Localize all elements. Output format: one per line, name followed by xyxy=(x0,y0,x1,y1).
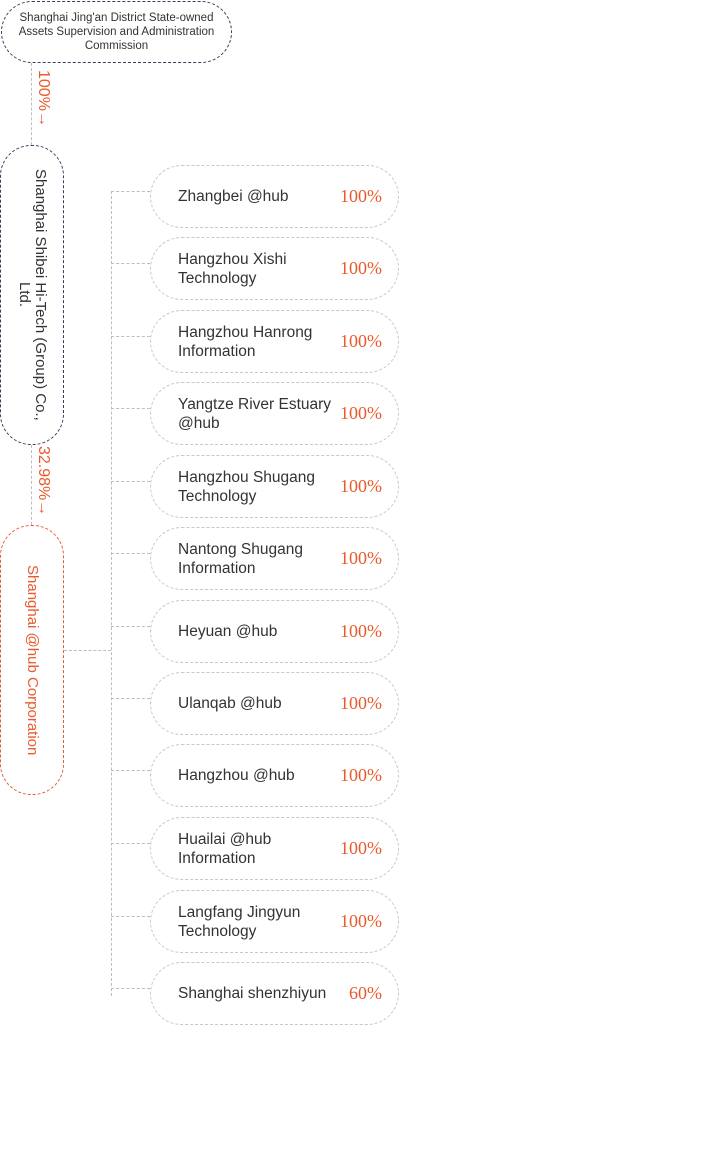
connector-branch xyxy=(111,336,150,337)
connector-branch xyxy=(111,770,150,771)
subsidiary-name: Yangtze River Estuary @hub xyxy=(178,395,332,432)
subsidiary-ownership: 100% xyxy=(340,911,382,931)
connector-branch xyxy=(111,191,150,192)
connector-branch xyxy=(111,916,150,917)
top-entity-label: Shanghai Jing'an District State-owned As… xyxy=(18,12,215,52)
subsidiary-name: Langfang Jingyun Technology xyxy=(178,903,301,940)
subsidiary-box: Heyuan @hub 100% xyxy=(150,600,399,663)
subsidiary-box: Hangzhou @hub 100% xyxy=(150,744,399,807)
subsidiary-box: Shanghai shenzhiyun 60% xyxy=(150,962,399,1025)
subsidiary-name: Hangzhou Xishi Technology xyxy=(178,250,287,287)
top-entity-box: Shanghai Jing'an District State-owned As… xyxy=(1,1,232,63)
subsidiary-box: Hangzhou Xishi Technology 100% xyxy=(150,237,399,300)
subsidiary-name: Hangzhou @hub xyxy=(178,767,295,784)
subsidiary-box: Nantong Shugang Information 100% xyxy=(150,527,399,590)
subsidiary-box: Hangzhou Hanrong Information 100% xyxy=(150,310,399,373)
arrow-down-icon: → xyxy=(35,110,52,127)
subsidiary-ownership: 100% xyxy=(340,186,382,206)
subsidiary-box: Zhangbei @hub 100% xyxy=(150,165,399,228)
subsidiary-name: Ulanqab @hub xyxy=(178,695,282,712)
connector-top-group xyxy=(31,63,32,145)
subsidiary-ownership: 100% xyxy=(340,476,382,496)
subsidiary-ownership: 100% xyxy=(340,621,382,641)
group-entity-box: Shanghai Shibei Hi-Tech (Group) Co., Ltd… xyxy=(0,145,64,445)
subsidiary-box: Langfang Jingyun Technology 100% xyxy=(150,890,399,953)
connector-group-corp xyxy=(31,445,32,525)
subsidiary-name: Zhangbei @hub xyxy=(178,188,289,205)
subsidiary-box: Yangtze River Estuary @hub 100% xyxy=(150,382,399,445)
subsidiary-name: Heyuan @hub xyxy=(178,623,278,640)
subsidiary-ownership: 100% xyxy=(340,548,382,568)
subsidiary-name: Nantong Shugang Information xyxy=(178,540,303,577)
connector-corp-trunk xyxy=(64,650,111,651)
subsidiary-ownership: 100% xyxy=(340,331,382,351)
arrow-down-icon: → xyxy=(35,500,52,517)
corp-entity-label: Shanghai @hub Corporation xyxy=(24,564,41,756)
subsidiary-ownership: 100% xyxy=(340,765,382,785)
connector-branch xyxy=(111,408,150,409)
subsidiary-box: Huailai @hub Information 100% xyxy=(150,817,399,880)
subsidiary-name: Hangzhou Shugang Technology xyxy=(178,468,316,505)
corp-entity-box: Shanghai @hub Corporation xyxy=(0,525,64,795)
subsidiary-box: Hangzhou Shugang Technology 100% xyxy=(150,455,399,518)
connector-branch xyxy=(111,481,150,482)
subsidiary-ownership: 100% xyxy=(340,693,382,713)
connector-branch xyxy=(111,843,150,844)
connector-branch xyxy=(111,698,150,699)
ownership-top-group: 100%→ xyxy=(34,70,52,127)
subsidiary-ownership: 100% xyxy=(340,258,382,278)
subsidiary-box: Ulanqab @hub 100% xyxy=(150,672,399,735)
group-entity-label: Shanghai Shibei Hi-Tech (Group) Co., Ltd… xyxy=(16,169,49,421)
subsidiary-name: Huailai @hub Information xyxy=(178,830,272,867)
ownership-group-corp-value: 32.98% xyxy=(35,446,52,501)
subsidiary-ownership: 100% xyxy=(340,403,382,423)
connector-branch xyxy=(111,626,150,627)
subsidiary-name: Hangzhou Hanrong Information xyxy=(178,323,313,360)
connector-branch xyxy=(111,988,150,989)
subsidiary-name: Shanghai shenzhiyun xyxy=(178,985,327,1002)
subsidiary-ownership: 60% xyxy=(349,983,382,1003)
connector-branch xyxy=(111,263,150,264)
connector-branch xyxy=(111,553,150,554)
subsidiary-ownership: 100% xyxy=(340,838,382,858)
ownership-group-corp: 32.98%→ xyxy=(34,446,52,516)
ownership-top-group-value: 100% xyxy=(35,70,52,111)
connector-trunk xyxy=(111,191,112,996)
